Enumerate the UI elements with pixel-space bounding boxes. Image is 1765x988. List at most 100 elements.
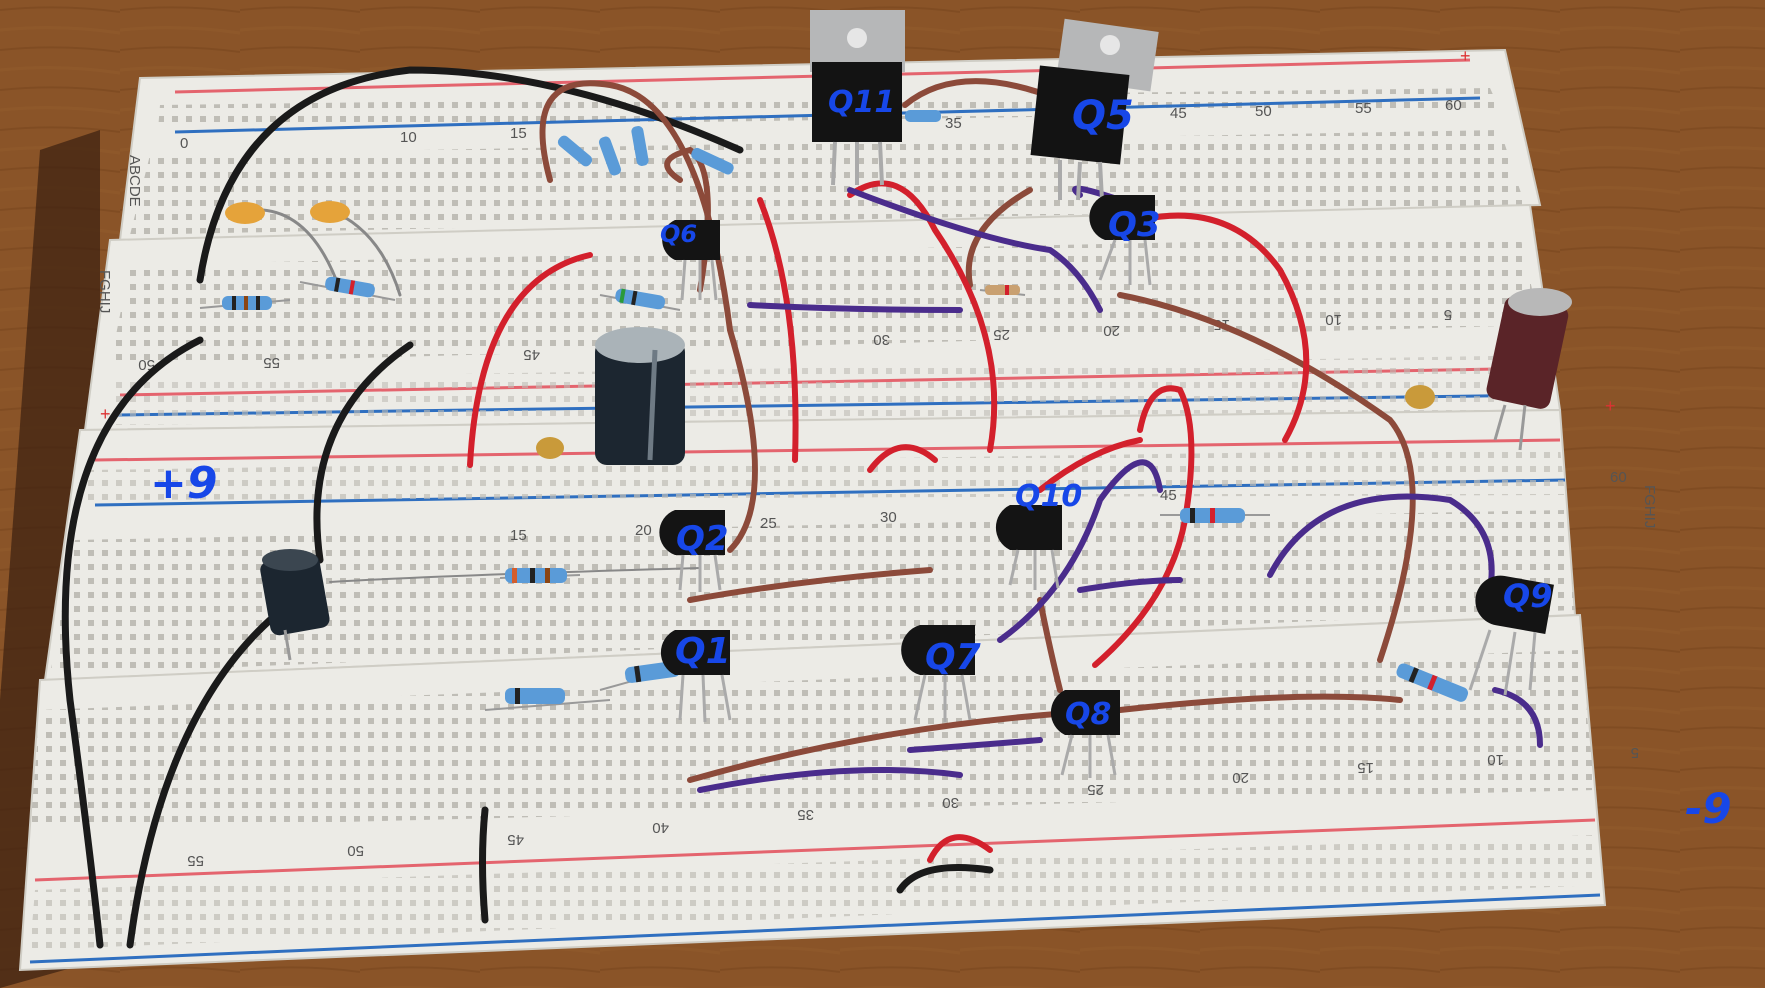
- red-wire: [1137, 212, 1310, 443]
- row-letters: ABCDE: [126, 155, 143, 207]
- resistor: [599, 288, 681, 311]
- black-wire: [61, 336, 204, 949]
- transistor-q6-label: Q6: [660, 220, 698, 248]
- purple-wire: [1077, 577, 1183, 593]
- board-number: 25: [760, 515, 777, 532]
- transistor-q2-body: [659, 510, 725, 592]
- board-number: 50: [347, 842, 364, 859]
- brown-wire: [539, 80, 758, 553]
- svg-text:+: +: [100, 404, 111, 424]
- svg-text:+: +: [1460, 46, 1471, 66]
- transistor-q11-body: [810, 10, 905, 186]
- board-number: 30: [942, 794, 959, 811]
- svg-text:+: +: [1605, 396, 1616, 416]
- board-number: 60: [1445, 97, 1462, 114]
- board-number: 35: [797, 806, 814, 823]
- red-wire: [1037, 437, 1143, 493]
- supply-positive-label: +9: [150, 458, 218, 509]
- board-number: 10: [1325, 311, 1342, 328]
- board-number: 5: [1444, 306, 1452, 323]
- transistor-q11-label: Q11: [828, 85, 896, 120]
- transistor-q1-label: Q1: [675, 631, 731, 672]
- brown-wire: [687, 567, 933, 603]
- resistor: [557, 135, 593, 167]
- board-number: 20: [1103, 322, 1120, 339]
- transistor-q9-body: [1468, 575, 1554, 696]
- supply-negative-label: -9: [1685, 784, 1732, 833]
- resistors: [199, 110, 1469, 711]
- board-number: 20: [635, 522, 652, 539]
- transistor-q8-body: [1050, 690, 1120, 778]
- board-number: 15: [510, 125, 527, 142]
- board-number: 35: [945, 115, 962, 132]
- resistor: [299, 276, 396, 301]
- power-transistors: [810, 10, 1159, 201]
- red-wire: [867, 444, 938, 473]
- purple-wire: [1492, 687, 1543, 748]
- board-number: 45: [507, 831, 524, 848]
- brown-wire: [1037, 597, 1063, 693]
- board-number: 40: [652, 819, 669, 836]
- breadboard-upper-mid: [83, 203, 1562, 432]
- board-number: 5: [1631, 744, 1639, 761]
- row-letters: FGHIJ: [1641, 485, 1658, 528]
- row-letters: FGHIJ: [96, 270, 113, 313]
- transistor-q6-body: [662, 220, 720, 301]
- resistor: [499, 568, 581, 583]
- board-number: 0: [180, 135, 188, 152]
- purple-wire: [747, 302, 963, 313]
- board-number: 55: [263, 354, 280, 371]
- transistor-q8-label: Q8: [1065, 697, 1112, 732]
- black-wire: [479, 806, 489, 924]
- board-number: 20: [1232, 769, 1249, 786]
- transistor-q3-label: Q3: [1108, 205, 1161, 245]
- electrolytic-capacitors: [260, 288, 1572, 661]
- purple-wire: [1267, 493, 1495, 593]
- resistor: [1160, 508, 1270, 523]
- board-number: 10: [1487, 751, 1504, 768]
- board-number: 55: [187, 852, 204, 869]
- board-number: 45: [1170, 105, 1187, 122]
- purple-wire: [907, 737, 1043, 753]
- black-wire: [313, 341, 414, 564]
- black-wire: [196, 66, 744, 284]
- resistor: [905, 110, 941, 122]
- red-wire: [467, 252, 593, 468]
- board-number: 45: [1160, 487, 1177, 504]
- board-number: 15: [1357, 759, 1374, 776]
- capacitor-right: [1486, 288, 1572, 451]
- board-number: 30: [873, 331, 890, 348]
- transistor-q1-body: [660, 630, 732, 723]
- red-wire: [847, 180, 998, 453]
- capacitor-small: [260, 549, 330, 661]
- black-wire: [126, 616, 274, 949]
- small-transistors: [659, 195, 1554, 778]
- purple-wire: [997, 459, 1163, 643]
- transistor-q5-label: Q5: [1072, 93, 1134, 139]
- purple-wire: [697, 767, 963, 793]
- resistor: [598, 136, 622, 176]
- transistor-q2-label: Q2: [676, 519, 729, 559]
- transistor-q9-label: Q9: [1503, 577, 1553, 615]
- resistor: [484, 688, 611, 711]
- board-number: 60: [1610, 469, 1627, 486]
- board-number: 25: [993, 326, 1010, 343]
- board-number: 15: [510, 527, 527, 544]
- board-number: 50: [1255, 103, 1272, 120]
- transistor-q3-body: [1089, 195, 1155, 286]
- board-number: 55: [1355, 100, 1372, 117]
- resistor: [979, 285, 1026, 296]
- transistor-q5-body: [1030, 18, 1159, 201]
- rail-markers: + + +: [100, 46, 1616, 424]
- transistor-q7-label: Q7: [925, 637, 981, 678]
- brown-wire: [1117, 292, 1416, 663]
- grey-wire: [329, 567, 701, 583]
- red-wire: [927, 834, 993, 863]
- black-wire: [896, 864, 994, 894]
- transistor-q10-label: Q10: [1015, 479, 1083, 514]
- resistor: [691, 147, 734, 175]
- brown-wire: [902, 78, 1063, 108]
- red-wire: [1092, 385, 1195, 668]
